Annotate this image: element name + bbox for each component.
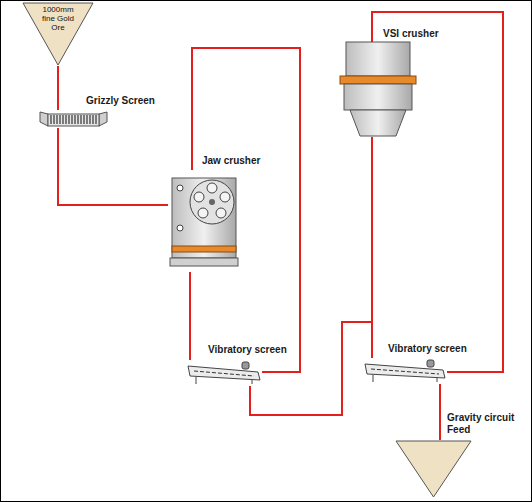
vsi-crusher-icon xyxy=(338,42,418,137)
crusher-body xyxy=(172,178,236,258)
flywheel xyxy=(190,180,234,224)
flow-line xyxy=(371,137,373,358)
grizzly-bar xyxy=(53,115,54,124)
flow-line xyxy=(57,66,59,110)
gravity-feed-icon xyxy=(395,440,472,498)
screen-leg xyxy=(196,377,197,384)
flywheel-hole xyxy=(194,192,204,202)
grizzly-screen: Grizzly Screen xyxy=(40,110,107,128)
screen-leg xyxy=(437,378,438,382)
screen-end xyxy=(40,112,48,126)
vibratory-screen-icon xyxy=(188,360,262,386)
equipment-label: Vibratory screen xyxy=(208,344,287,356)
screen-mesh xyxy=(194,371,254,376)
equipment-label: Jaw crusher xyxy=(202,155,260,167)
jaw-crusher-icon xyxy=(168,170,240,272)
stockpile-triangle xyxy=(396,441,471,497)
flow-line xyxy=(250,322,372,415)
vsi-top xyxy=(346,42,410,76)
screen-leg xyxy=(373,375,374,382)
bolt xyxy=(177,185,183,191)
flywheel-hole xyxy=(207,183,217,193)
screen-end xyxy=(99,112,107,126)
orange-band xyxy=(172,246,236,252)
vibratory-screen: Vibratory screen xyxy=(188,360,262,386)
crusher-base xyxy=(170,258,238,266)
flow-line xyxy=(58,128,168,205)
grizzly-bar xyxy=(50,115,51,124)
equipment-label: Gravity circuit Feed xyxy=(447,412,523,436)
vibrator-motor xyxy=(427,360,434,367)
stockpile-triangle xyxy=(23,3,93,65)
flywheel-hole xyxy=(220,192,230,202)
bolt xyxy=(177,225,183,231)
equipment-label: Vibratory screen xyxy=(388,343,467,355)
grizzly-bar xyxy=(68,115,69,124)
orange-band xyxy=(340,76,416,84)
vibrator-motor xyxy=(242,362,249,369)
flywheel-hole xyxy=(198,208,208,218)
grizzly-bar xyxy=(71,115,72,124)
grizzly-screen-icon xyxy=(40,110,107,128)
grizzly-bar xyxy=(80,115,81,124)
vsi-hopper xyxy=(350,110,406,136)
gravity-feed: Gravity circuit Feed xyxy=(395,440,472,498)
grizzly-bar xyxy=(62,115,63,124)
grizzly-bar xyxy=(56,115,57,124)
vibratory-screen: Vibratory screen xyxy=(365,358,447,384)
screen-leg xyxy=(252,380,253,384)
vsi-crusher: VSI crusher xyxy=(338,42,418,137)
grizzly-bar xyxy=(65,115,66,124)
vsi-chamber xyxy=(344,84,412,110)
equipment-label: VSI crusher xyxy=(383,28,439,40)
flywheel-hole xyxy=(216,208,226,218)
grizzly-bar xyxy=(59,115,60,124)
vibratory-screen-icon xyxy=(365,358,447,384)
flow-line xyxy=(189,272,191,360)
screen-mesh xyxy=(371,369,439,374)
grizzly-bar xyxy=(74,115,75,124)
equipment-label: Grizzly Screen xyxy=(86,95,155,107)
grizzly-bar xyxy=(86,115,87,124)
grizzly-body xyxy=(48,114,99,126)
jaw-crusher: Jaw crusher xyxy=(168,170,240,272)
ore-stockpile: 1000mm fine Gold Ore xyxy=(22,2,94,66)
grizzly-bar xyxy=(89,115,90,124)
shaft xyxy=(209,199,215,205)
flow-line xyxy=(439,384,441,440)
grizzly-bar xyxy=(92,115,93,124)
node-text: 1000mm fine Gold Ore xyxy=(37,5,80,32)
grizzly-bar xyxy=(95,115,96,124)
grizzly-bar xyxy=(77,115,78,124)
grizzly-bar xyxy=(83,115,84,124)
